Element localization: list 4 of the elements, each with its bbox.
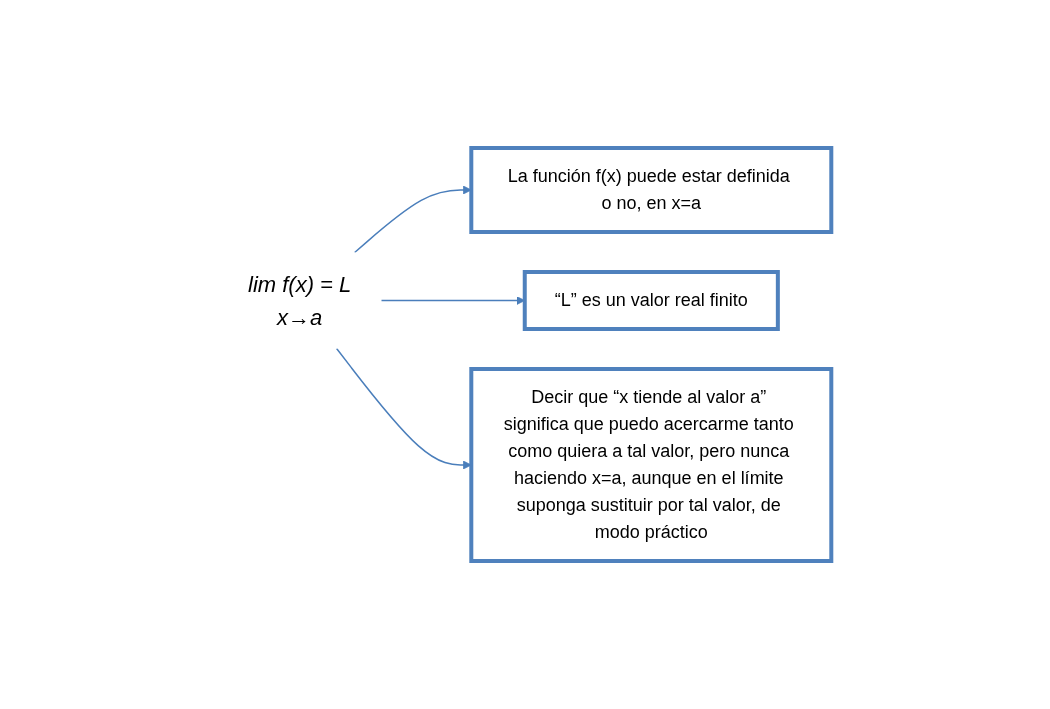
node-text: lim f(x) = L x→a bbox=[248, 271, 352, 330]
node-box: “L” es un valor real finito bbox=[523, 270, 781, 331]
node-box: Decir que “x tiende al valor a” significa que puedo acercarme tanto como quiera a tal valor, pero nunca haciendo x=a, aunque en el límite suponga sustituir por tal valor, de modo práctico bbox=[469, 367, 834, 563]
node-box: La función f(x) puede estar definida o no, en x=a bbox=[469, 146, 834, 234]
